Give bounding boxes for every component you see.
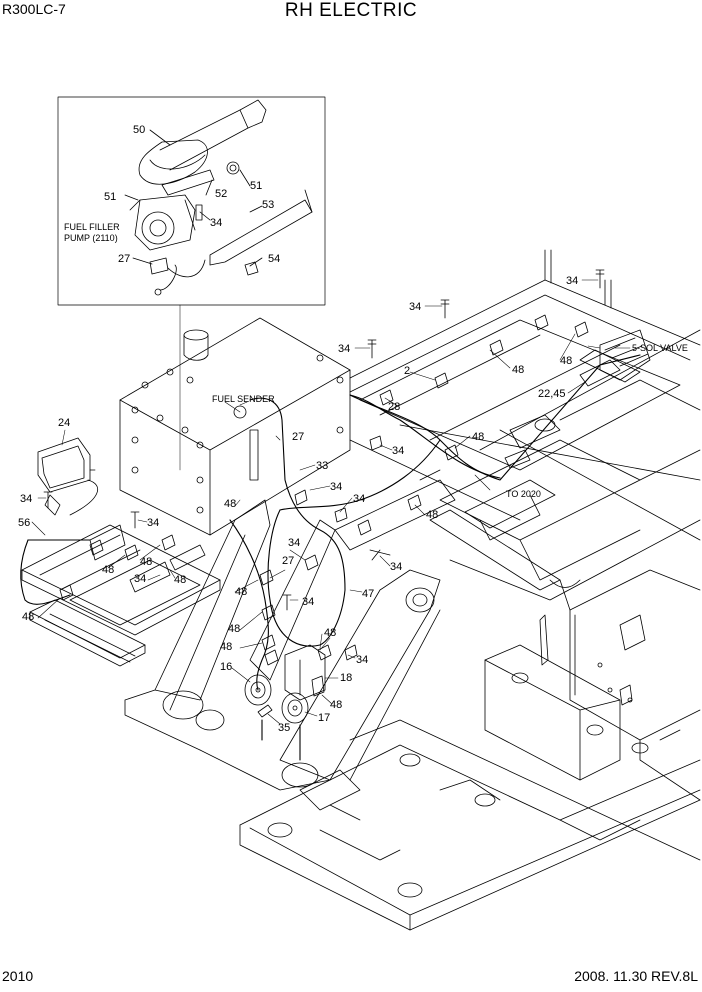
lower-frame (239, 719, 701, 931)
inset-frame (57, 96, 326, 306)
callout-48-d: 48 (224, 498, 236, 510)
callout-48-e: 48 (426, 509, 438, 521)
callout-2: 2 (404, 365, 410, 377)
fuel-filler-ref-label: PUMP (2110) (64, 233, 118, 243)
callout-18: 18 (340, 672, 352, 684)
callout-27-inset: 27 (118, 253, 130, 265)
callout-56: 56 (18, 517, 30, 529)
work-lamp (37, 437, 98, 516)
model-number: R300LC-7 (2, 1, 66, 17)
callout-48-k: 48 (228, 623, 240, 635)
callout-34-d: 34 (392, 445, 404, 457)
callout-34-g: 34 (20, 493, 32, 505)
callout-48-i: 48 (22, 611, 34, 623)
callout-16: 16 (220, 661, 232, 673)
callout-47: 47 (362, 588, 374, 600)
callout-48-a: 48 (560, 355, 572, 367)
callout-48-c: 48 (472, 431, 484, 443)
fuel-sender-label: FUEL SENDER (212, 394, 275, 404)
callout-48-j: 48 (235, 586, 247, 598)
callout-53: 53 (262, 199, 274, 211)
callout-48-h: 48 (174, 574, 186, 586)
wiring-harness (20, 354, 641, 761)
callout-52: 52 (215, 188, 227, 200)
callout-34-j: 34 (288, 537, 300, 549)
callout-34-c: 34 (338, 343, 350, 355)
page-number: 2010 (2, 968, 34, 984)
callout-34-h: 34 (147, 517, 159, 529)
callout-33: 33 (316, 460, 328, 472)
callout-27-b: 27 (282, 555, 294, 567)
callout-51-left: 51 (104, 191, 116, 203)
callout-22-45: 22,45 (538, 388, 566, 400)
right-side-frame (484, 569, 701, 801)
callout-48-l: 48 (324, 627, 336, 639)
callout-34-k: 34 (390, 561, 402, 573)
callout-34-l: 34 (302, 596, 314, 608)
fuel-filler-label: FUEL FILLER (64, 222, 120, 232)
upper-frame (349, 249, 701, 601)
callout-27-a: 27 (292, 431, 304, 443)
callout-17: 17 (318, 712, 330, 724)
fuel-tank (119, 317, 351, 536)
callout-34-b: 34 (566, 275, 578, 287)
sol-valve-label: 5-SOL VALVE (632, 343, 688, 353)
callout-34-i: 34 (134, 573, 146, 585)
callout-48-b: 48 (512, 364, 524, 376)
callout-34-inset: 34 (210, 217, 222, 229)
callout-48-n: 48 (330, 699, 342, 711)
revision-date: 2008. 11.30 REV.8L (574, 968, 698, 984)
callout-51-right: 51 (250, 180, 262, 192)
harness-clips (59, 314, 651, 666)
page-title: RH ELECTRIC (284, 0, 418, 21)
callout-48-g: 48 (102, 564, 114, 576)
callout-24: 24 (58, 417, 70, 429)
callout-34-e: 34 (330, 481, 342, 493)
left-deck (21, 524, 221, 667)
to-2020-label: TO 2020 (506, 489, 541, 499)
callout-34-m: 34 (356, 654, 368, 666)
callout-28: 28 (388, 401, 400, 413)
boom-structure (124, 479, 571, 791)
horn-17 (281, 692, 309, 724)
leader-lines (31, 279, 631, 725)
callout-48-f: 48 (140, 556, 152, 568)
callout-54: 54 (268, 253, 280, 265)
callout-35: 35 (278, 722, 290, 734)
fuel-filler-pump-assembly (129, 99, 313, 296)
callout-34-f: 34 (353, 493, 365, 505)
callout-50: 50 (133, 124, 145, 136)
callout-48-m: 48 (220, 641, 232, 653)
callout-34-a: 34 (409, 301, 421, 313)
